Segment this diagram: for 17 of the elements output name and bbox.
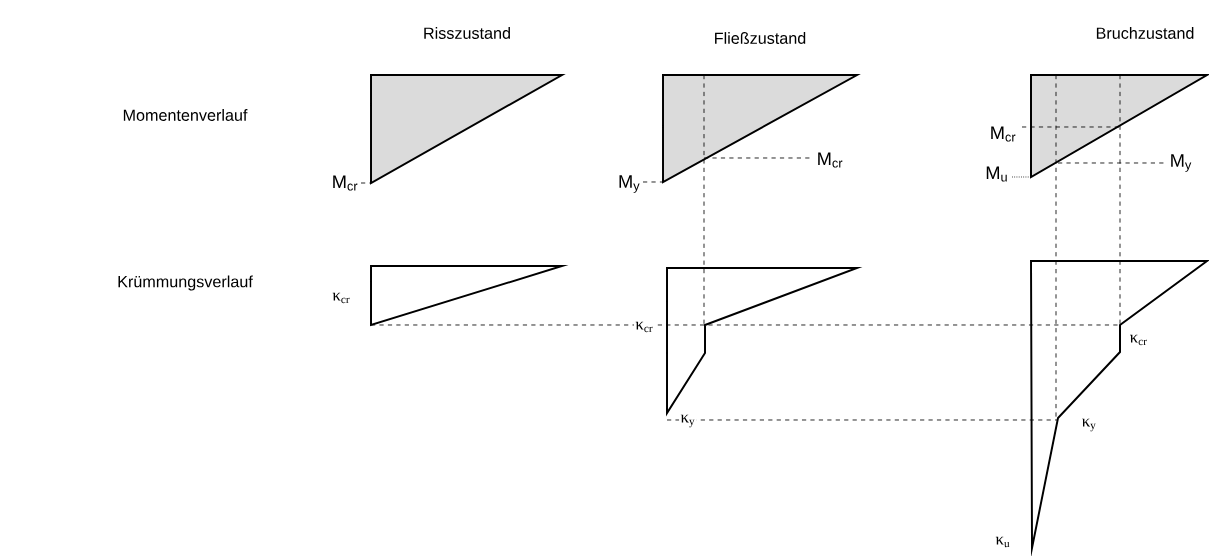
row-heading: Krümmungsverlauf — [118, 275, 253, 291]
symbol-label: M$_{u}$ — [986, 166, 1007, 182]
symbol-label: M$_{y}$ — [619, 175, 640, 193]
column-heading: Risszustand — [424, 27, 510, 39]
symbol-label: κ$_{y}$ — [1080, 417, 1098, 433]
symbol-label: κ$_{y}$ — [679, 413, 697, 429]
symbol-label: κ$_{cr}$ — [331, 291, 352, 305]
symbol-label: M$_{cr}$ — [991, 126, 1016, 142]
symbol-label: M$_{cr}$ — [333, 175, 358, 191]
column-heading: Bruchzustand — [1096, 27, 1194, 39]
symbol-label: κ$_{cr}$ — [1128, 333, 1150, 347]
row-heading: Momentenverlauf — [123, 109, 248, 121]
symbol-label: M$_{cr}$ — [818, 152, 843, 168]
symbol-label: M$_{y}$ — [1171, 154, 1192, 172]
column-heading: Fließzustand — [715, 32, 806, 44]
symbol-label: κ$_{cr}$ — [634, 320, 655, 334]
symbol-label: κ$_{u}$ — [994, 535, 1012, 549]
